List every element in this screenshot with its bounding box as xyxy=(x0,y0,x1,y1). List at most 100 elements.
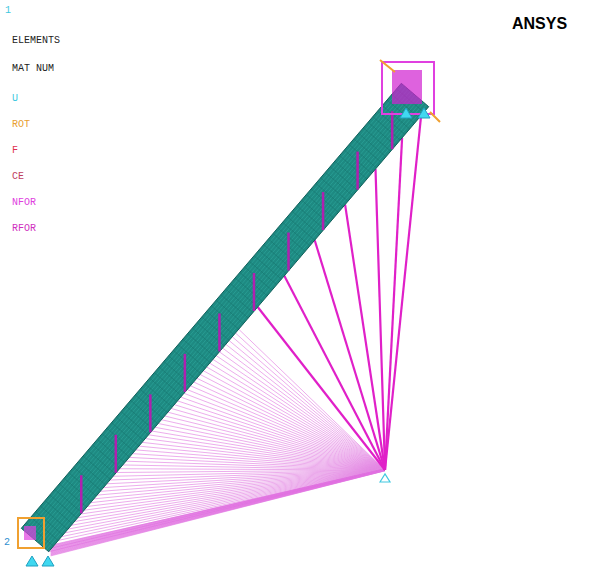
mesh-line xyxy=(359,133,386,156)
cable-line xyxy=(213,359,385,470)
cable-line xyxy=(229,341,385,470)
diaphragm xyxy=(253,273,256,311)
boundary-symbol xyxy=(24,526,36,540)
cable-line xyxy=(232,337,385,470)
symbol-key: U xyxy=(12,94,18,104)
mesh-line xyxy=(64,478,91,501)
rotation-symbol xyxy=(18,518,44,548)
mesh-line xyxy=(287,217,314,240)
mesh-line xyxy=(226,289,253,312)
symbol-key: F xyxy=(12,146,18,156)
mesh-line xyxy=(321,178,348,201)
mesh-line xyxy=(283,222,310,245)
cable-line xyxy=(71,470,385,525)
cable-line xyxy=(74,470,385,522)
boundary-symbols xyxy=(18,518,54,566)
cable-line xyxy=(203,371,385,470)
mesh-line xyxy=(45,500,72,523)
mesh-line xyxy=(173,350,200,373)
cable-line xyxy=(113,470,385,476)
plot-setting: MAT NUM xyxy=(12,64,54,74)
mesh-line xyxy=(131,400,158,423)
window-number: 1 xyxy=(5,6,11,16)
cable-line xyxy=(91,470,385,503)
symbol-key: ROT xyxy=(12,120,30,130)
mesh-line xyxy=(316,183,343,206)
mesh-line xyxy=(264,245,291,268)
mesh-line xyxy=(42,101,422,546)
mesh-line xyxy=(46,105,426,550)
mesh-line xyxy=(59,484,86,507)
support-symbol xyxy=(400,108,430,118)
mesh-line xyxy=(169,356,196,379)
cable-line xyxy=(200,374,385,470)
beam-mesh xyxy=(21,83,428,551)
mesh-line xyxy=(373,117,400,140)
diaphragm xyxy=(322,192,325,230)
mesh-line xyxy=(297,206,324,229)
symbol-key: CE xyxy=(12,172,24,182)
mesh-line xyxy=(278,228,305,251)
cable-line xyxy=(94,470,385,499)
cable-line xyxy=(216,356,385,470)
mesh-line xyxy=(268,239,295,262)
diaphragm xyxy=(115,435,118,473)
diaphragm xyxy=(391,111,394,149)
cable-line xyxy=(168,412,385,470)
diaphragm xyxy=(149,394,152,432)
mesh-line xyxy=(340,156,367,179)
plot-heading: ELEMENTS xyxy=(12,36,60,46)
mesh-line xyxy=(26,87,406,532)
mesh-line xyxy=(363,128,390,151)
mesh-line xyxy=(154,373,181,396)
brand-logo: ANSYS xyxy=(512,16,567,32)
mesh-line xyxy=(74,467,101,490)
mesh-line xyxy=(135,395,162,418)
mesh-line xyxy=(69,473,96,496)
mesh-line xyxy=(145,384,172,407)
mesh-line xyxy=(50,495,77,518)
support-symbol xyxy=(380,474,390,482)
boundary-symbol xyxy=(392,70,422,104)
mesh-line xyxy=(221,295,248,318)
mesh-line xyxy=(188,334,215,357)
cable-line xyxy=(210,363,385,470)
mesh-line xyxy=(44,103,424,548)
mesh-line xyxy=(311,189,338,212)
mesh-line xyxy=(28,89,408,534)
mesh-line xyxy=(40,99,420,544)
mesh-line xyxy=(292,211,319,234)
mesh-line xyxy=(254,256,281,279)
mesh-line xyxy=(273,233,300,256)
cable-line xyxy=(68,470,385,529)
mesh-line xyxy=(202,317,229,340)
node-number: 2 xyxy=(4,538,10,548)
mesh-line xyxy=(37,97,417,542)
cable-line xyxy=(97,470,385,495)
mesh-line xyxy=(192,328,219,351)
cable-line xyxy=(174,405,385,470)
mesh-line xyxy=(88,450,115,473)
symbol-key: NFOR xyxy=(12,198,36,208)
diaphragm xyxy=(218,313,221,351)
mesh-line xyxy=(178,345,205,368)
mesh-line xyxy=(245,267,272,290)
mesh-line xyxy=(116,417,143,440)
mesh-line xyxy=(121,411,148,434)
stay-cable xyxy=(385,116,421,470)
cable-line xyxy=(116,470,385,473)
stay-cable xyxy=(315,240,385,470)
cable-line xyxy=(194,382,385,470)
cable-line xyxy=(187,390,385,470)
illustration xyxy=(18,60,440,566)
mesh-line xyxy=(325,172,352,195)
mesh-line xyxy=(159,367,186,390)
rotation-symbol xyxy=(380,60,440,122)
mesh-line xyxy=(211,306,238,329)
mesh-line xyxy=(302,200,329,223)
mesh-line xyxy=(33,93,413,538)
cable-line xyxy=(65,470,385,533)
cable-line xyxy=(78,470,385,518)
symbol-key: RFOR xyxy=(12,224,36,234)
